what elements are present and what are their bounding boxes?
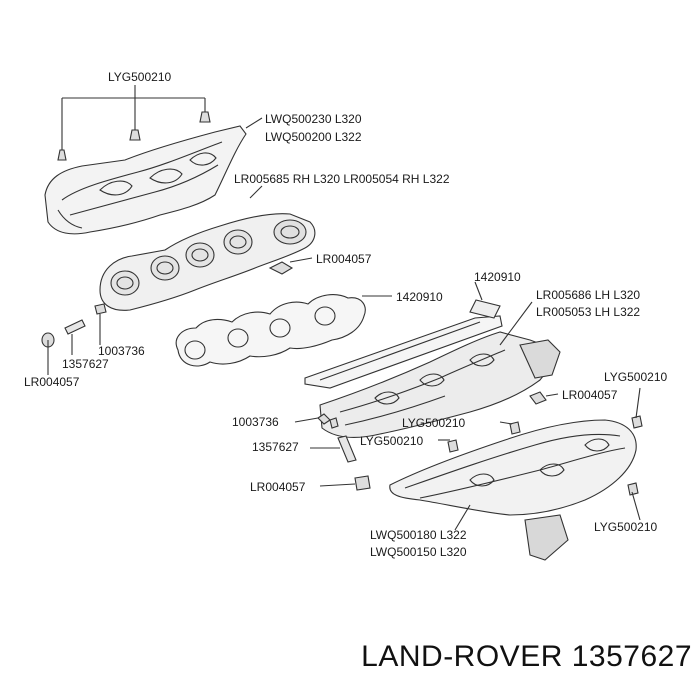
label-lwq500230: LWQ500230 L320: [265, 112, 362, 126]
label-lyg500210-c: LYG500210: [402, 416, 466, 430]
label-lyg500210-r2: LYG500210: [594, 520, 658, 534]
label-lr004057-a: LR004057: [316, 252, 372, 266]
nut-lr004057-right: [529, 391, 547, 405]
upper-heat-shield: [44, 125, 247, 235]
label-1420910-b: 1420910: [474, 270, 521, 284]
label-lwq500180: LWQ500180 L322: [370, 528, 467, 542]
label-lyg500210-d: LYG500210: [360, 434, 424, 448]
lower-heat-shield: [389, 419, 637, 561]
brand-part-title: LAND-ROVER 1357627: [361, 640, 692, 673]
lh-gasket: [304, 299, 503, 389]
stud-spacer-left-lower: [329, 417, 371, 491]
stud-nut-left: [41, 303, 107, 375]
label-lwq500150: LWQ500150 L320: [370, 545, 467, 559]
label-1420910-a: 1420910: [396, 290, 443, 304]
label-1003736-b: 1003736: [232, 415, 279, 429]
lh-exhaust-manifold: [319, 331, 561, 438]
bolt-group-lower: [447, 415, 643, 496]
label-lr005685: LR005685 RH L320 LR005054 RH L322: [234, 172, 450, 186]
rh-exhaust-manifold: [99, 213, 316, 311]
label-lr004057-b: LR004057: [24, 375, 80, 389]
label-lyg500210-r1: LYG500210: [604, 370, 668, 384]
label-lr005053: LR005053 LH L322: [536, 305, 641, 319]
label-1003736-a: 1003736: [98, 344, 145, 358]
bolt-group-top: [57, 85, 211, 161]
label-lr004057-c: LR004057: [562, 388, 618, 402]
label-1357627-a: 1357627: [62, 357, 109, 371]
rh-gasket: [175, 294, 366, 367]
label-lwq500200: LWQ500200 L322: [265, 130, 362, 144]
label-lr004057-d: LR004057: [250, 480, 306, 494]
label-lyg500210-top: LYG500210: [108, 70, 172, 84]
label-lr005686: LR005686 LH L320: [536, 288, 641, 302]
label-1357627-b: 1357627: [252, 440, 299, 454]
